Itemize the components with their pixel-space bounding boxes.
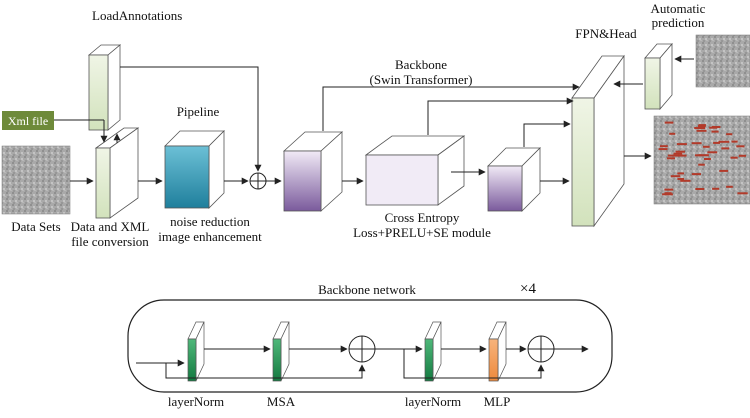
pipeline-cube xyxy=(164,130,225,209)
detection-mark xyxy=(675,150,685,153)
detection-mark xyxy=(713,141,720,144)
repeat-times-label: ×4 xyxy=(520,281,536,297)
automatic-prediction-block xyxy=(644,42,673,111)
mlp-label: MLP xyxy=(484,394,511,409)
detection-mark xyxy=(695,154,703,157)
layernorm-1-block xyxy=(187,321,205,382)
layernorm-2-label: layerNorm xyxy=(405,394,461,409)
xml-file-label: Xml file xyxy=(8,114,48,128)
detection-mark xyxy=(662,193,673,196)
detection-mark xyxy=(738,154,746,157)
detection-mark xyxy=(709,126,718,129)
detection-mark xyxy=(726,185,733,188)
detection-mark xyxy=(670,175,681,178)
layernorm-1-label: layerNorm xyxy=(168,394,224,409)
detection-mark xyxy=(694,127,706,129)
residual-2-arrow xyxy=(403,349,545,379)
detection-mark xyxy=(677,178,685,180)
detection-mark xyxy=(669,132,676,135)
backbone-network-label: Backbone network xyxy=(318,282,416,297)
residual-1-arrow xyxy=(165,363,366,379)
input-micrograph-image xyxy=(695,34,750,88)
detection-mark xyxy=(695,188,705,190)
layernorm-2-block xyxy=(424,321,442,382)
detection-mark xyxy=(719,169,729,172)
msa-label: MSA xyxy=(267,394,296,409)
data-sets-image xyxy=(1,145,71,215)
detection-mark xyxy=(707,151,718,154)
mlp-block xyxy=(488,321,507,382)
detection-mark xyxy=(698,163,705,166)
cross-entropy-label: Cross Entropy xyxy=(385,210,460,225)
backbone3-top-to-fpn-arrow xyxy=(523,120,571,147)
load-annotations-block xyxy=(87,44,122,131)
image-enhancement-label: image enhancement xyxy=(158,229,262,244)
detection-mark xyxy=(702,145,710,148)
detection-mark xyxy=(678,154,687,157)
conversion-label-1: Data and XML xyxy=(71,219,150,234)
fpn-head-label: FPN&Head xyxy=(575,26,637,41)
backbone-network-container xyxy=(127,299,613,393)
backbone-cube-1 xyxy=(282,131,344,212)
loss-prelu-se-label: Loss+PRELU+SE module xyxy=(353,225,491,240)
conversion-block xyxy=(94,127,140,219)
annotations-to-sum-arrow xyxy=(120,66,262,172)
detection-mark xyxy=(698,154,709,157)
backbone-cube-3 xyxy=(487,147,541,212)
detection-mark xyxy=(726,133,733,136)
detection-mark xyxy=(673,152,683,155)
load-annotations-label: LoadAnnotations xyxy=(92,8,182,23)
backbone1-to-fpn-arrow xyxy=(322,83,580,131)
detection-mark xyxy=(676,143,687,146)
detection-mark xyxy=(680,179,691,182)
backbone2-to-fpn-arrow xyxy=(427,97,574,135)
backbone-sub-label: (Swin Transformer) xyxy=(370,72,473,87)
msa-block xyxy=(272,321,290,382)
detection-mark xyxy=(667,154,679,157)
prediction-label: prediction xyxy=(652,15,705,30)
automatic-label: Automatic xyxy=(651,1,706,16)
conversion-label-2: file conversion xyxy=(71,234,149,249)
detection-mark xyxy=(711,130,719,133)
prediction-output-image xyxy=(653,115,750,205)
detection-mark xyxy=(737,192,748,195)
detection-mark xyxy=(664,188,674,191)
fpn-head-block xyxy=(571,54,625,228)
detection-mark xyxy=(721,147,730,150)
detection-mark xyxy=(696,129,707,132)
detection-mark xyxy=(691,173,701,176)
detection-mark xyxy=(731,140,738,143)
detection-mark xyxy=(712,187,720,190)
detection-mark xyxy=(691,142,702,145)
detection-mark xyxy=(666,157,675,160)
detection-mark xyxy=(698,125,706,127)
circle-plus-icon xyxy=(527,335,555,363)
noise-reduction-label: noise reduction xyxy=(170,214,250,229)
xml-file-box xyxy=(2,111,54,130)
detection-mark xyxy=(658,148,668,151)
backbone-label: Backbone xyxy=(395,57,447,72)
detection-mark xyxy=(677,172,685,175)
detection-mark xyxy=(664,121,674,124)
detection-mark xyxy=(730,156,738,159)
detection-mark xyxy=(660,145,668,148)
detection-mark xyxy=(718,140,730,143)
detection-mark xyxy=(664,192,672,195)
detection-mark xyxy=(704,158,711,160)
pipeline-label: Pipeline xyxy=(177,104,220,119)
backbone-cube-2 xyxy=(364,135,466,206)
data-sets-label: Data Sets xyxy=(11,219,60,234)
detection-mark xyxy=(736,145,745,148)
circle-plus-icon xyxy=(348,335,376,363)
circle-plus-icon xyxy=(249,172,267,190)
